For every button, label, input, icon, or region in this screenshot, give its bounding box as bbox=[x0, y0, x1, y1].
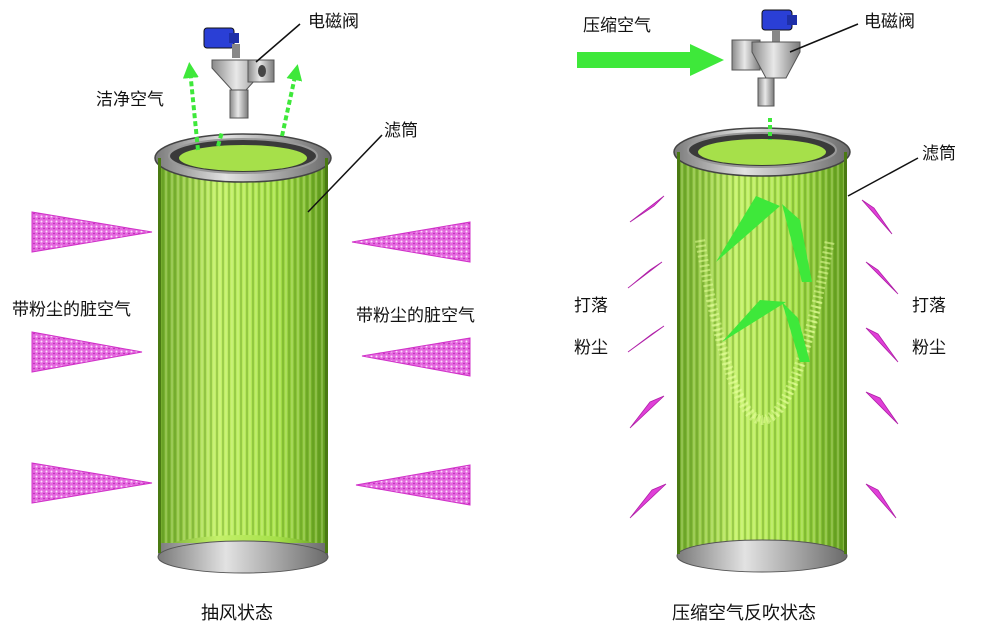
right-valve-label: 电磁阀 bbox=[864, 12, 915, 32]
clean-air-label: 洁净空气 bbox=[96, 90, 164, 110]
clean-air-arrows bbox=[182, 62, 303, 151]
dust-label-right-line1: 打落 bbox=[912, 296, 946, 316]
left-caption: 抽风状态 bbox=[201, 603, 273, 624]
right-filter-label: 滤筒 bbox=[922, 144, 956, 164]
right-dirty-air-arrows-in bbox=[351, 221, 471, 506]
right-solenoid-valve bbox=[731, 9, 801, 107]
dust-label-left-line1: 打落 bbox=[574, 296, 608, 316]
left-panel bbox=[31, 23, 471, 574]
right-valve-leader bbox=[789, 23, 859, 53]
dust-label-right-line2: 粉尘 bbox=[912, 338, 946, 358]
left-filter-label: 滤筒 bbox=[384, 121, 418, 141]
left-dust-release-arrows bbox=[627, 195, 667, 519]
left-filter-cartridge bbox=[154, 133, 332, 574]
right-filter-cartridge bbox=[673, 127, 851, 573]
compressed-air-label: 压缩空气 bbox=[583, 16, 651, 36]
compressed-air-arrow bbox=[577, 44, 724, 76]
right-dust-release-arrows bbox=[861, 199, 899, 519]
left-filter-leader bbox=[307, 134, 383, 213]
left-solenoid-valve bbox=[203, 27, 275, 119]
pulse-air-arrows bbox=[716, 118, 812, 362]
dirty-air-label-right: 带粉尘的脏空气 bbox=[356, 306, 475, 326]
right-caption: 压缩空气反吹状态 bbox=[672, 603, 816, 624]
right-filter-leader bbox=[847, 157, 919, 197]
dirty-air-label-left: 带粉尘的脏空气 bbox=[12, 300, 131, 320]
right-panel bbox=[577, 9, 919, 573]
dust-label-left-line2: 粉尘 bbox=[574, 338, 608, 358]
left-valve-leader bbox=[255, 23, 301, 63]
left-valve-label: 电磁阀 bbox=[308, 12, 359, 32]
left-dirty-air-arrows-in bbox=[31, 211, 153, 504]
